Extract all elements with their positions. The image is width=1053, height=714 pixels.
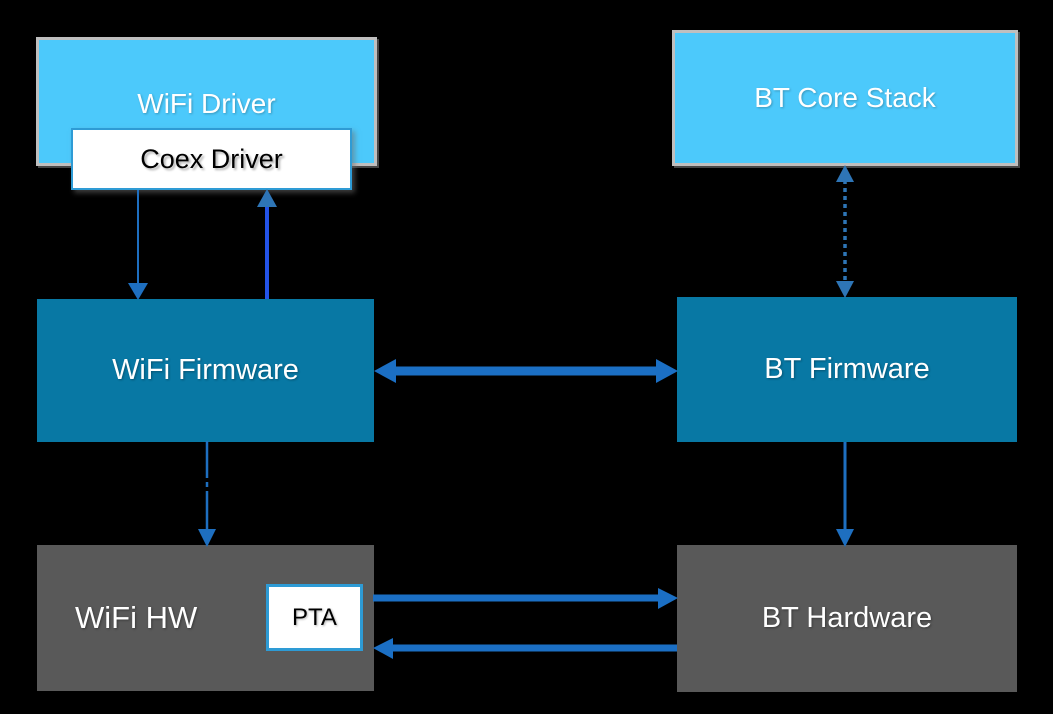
coex-driver-box: Coex Driver <box>71 128 352 190</box>
arrow-bt-core-stack-bt-firmware-dotted <box>836 165 854 298</box>
bt-firmware-box: BT Firmware <box>677 297 1017 442</box>
arrow-wifi-hw-to-bt-hardware <box>373 588 678 609</box>
wifi-hw-label: WiFi HW <box>75 600 198 635</box>
wifi-firmware-box: WiFi Firmware <box>37 299 374 442</box>
arrow-bt-hardware-to-wifi-hw <box>373 638 677 659</box>
arrow-wifi-firmware-bt-firmware-bidirectional <box>374 359 678 383</box>
wifi-firmware-label: WiFi Firmware <box>112 354 299 386</box>
bt-firmware-label: BT Firmware <box>764 353 930 385</box>
coex-driver-label: Coex Driver <box>140 143 283 174</box>
pta-label: PTA <box>292 603 337 631</box>
bt-core-stack-label: BT Core Stack <box>754 82 936 113</box>
pta-box: PTA <box>266 584 363 651</box>
arrow-coex-driver-to-wifi-firmware <box>128 190 148 300</box>
arrow-bt-firmware-to-bt-hardware <box>836 442 854 547</box>
bt-hardware-box: BT Hardware <box>677 545 1017 692</box>
wifi-driver-label: WiFi Driver <box>137 88 276 119</box>
arrow-wifi-firmware-to-wifi-hw-dashed <box>198 441 216 547</box>
arrow-wifi-firmware-to-coex-driver <box>257 189 277 299</box>
bt-core-stack-box: BT Core Stack <box>672 30 1018 166</box>
bt-hardware-label: BT Hardware <box>761 602 933 634</box>
